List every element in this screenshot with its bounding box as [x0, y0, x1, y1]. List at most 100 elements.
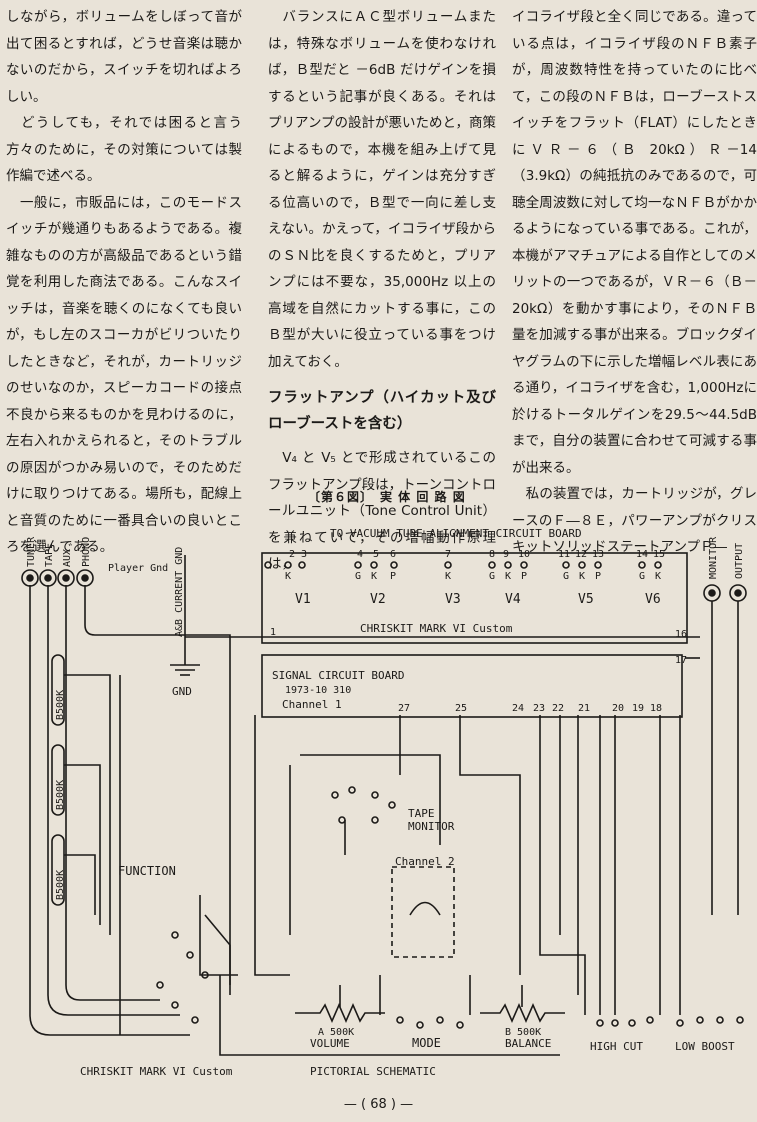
pin-letter: K — [655, 571, 661, 582]
signal-board-outline — [261, 654, 683, 718]
tape-monitor-line2: MONITOR — [408, 820, 455, 833]
mode-switch — [379, 975, 471, 1029]
pin-letter: K — [579, 571, 585, 582]
wiring-harness — [219, 715, 586, 1056]
output-label: OUTPUT — [734, 543, 745, 579]
main-board-label: CHRISKIT MARK VI Custom — [360, 622, 513, 635]
top-board-label: TO VACUUM TUBE ALIGNMENT CIRCUIT BOARD — [330, 527, 582, 540]
paragraph: 一般に，市販品には，このモードスイッチが幾通りもあるようである。複雑なものの方が… — [6, 194, 242, 556]
pin-label: 24 — [512, 703, 524, 714]
tube-label: V3 — [445, 592, 461, 607]
high-cut-label: HIGH CUT — [590, 1040, 643, 1053]
tube-board-outline — [261, 552, 688, 644]
pin-label: 20 — [612, 703, 624, 714]
pin-label: 23 — [533, 703, 545, 714]
pot-label: B500K — [55, 690, 66, 720]
pin-label: 2 — [289, 549, 295, 560]
paragraph: イコライザ段と全く同じである。違っている点は，イコライザ段のＮＦＢ素子が，周波数… — [512, 9, 757, 476]
channel-2-box — [391, 866, 455, 958]
pin-label: 6 — [390, 549, 396, 560]
volume-pot — [295, 985, 385, 1023]
channel-2-label: Channel 2 — [395, 855, 455, 868]
pin-label: 14 — [636, 549, 648, 560]
tube-label: V6 — [645, 592, 661, 607]
tape-monitor-line1: TAPE — [408, 807, 435, 820]
paragraph: V₄ と V₅ とで形成されているこのフラットアンプ段は，トーンコントロールユニ… — [268, 450, 496, 572]
input-selector-pots — [29, 585, 231, 1036]
pin-label: 17 — [675, 655, 687, 666]
tube-label: V1 — [295, 592, 311, 607]
low-boost-label: LOW BOOST — [675, 1040, 735, 1053]
player-gnd-label: Player Gnd — [108, 563, 168, 574]
pin-letter: P — [521, 571, 527, 582]
pin-letter: P — [390, 571, 396, 582]
pin-letter: G — [563, 571, 569, 582]
pin-label: 25 — [455, 703, 467, 714]
tube-pin-dots — [264, 561, 662, 569]
pot-label: B500K — [55, 780, 66, 810]
page-number: — ( 68 ) — — [343, 1097, 414, 1112]
text-column-3: イコライザ段と全く同じである。違っている点は，イコライザ段のＮＦＢ素子が，周波数… — [512, 4, 757, 561]
pin-label: 8 — [489, 549, 495, 560]
balance-pot — [480, 985, 565, 1023]
tape-monitor-switch — [289, 754, 441, 935]
output-jacks — [703, 584, 747, 915]
pin-letter: K — [505, 571, 511, 582]
pot-label: B500K — [55, 870, 66, 900]
pin-label: 27 — [398, 703, 410, 714]
pin-letter: K — [371, 571, 377, 582]
text-column-1: しながら，ボリュームをしぼって音が出て困るとすれば，どうせ音楽は聴かないのだから… — [6, 4, 242, 561]
pin-letter: G — [489, 571, 495, 582]
pin-letter: G — [355, 571, 361, 582]
tube-label: V4 — [505, 592, 521, 607]
pin-label: 18 — [650, 703, 662, 714]
function-label: FUNCTION — [118, 864, 176, 878]
signal-board-date: 1973-10 310 — [285, 685, 351, 696]
pin-letter: P — [595, 571, 601, 582]
pin-label: 16 — [675, 629, 687, 640]
function-switch — [156, 895, 238, 1024]
low-boost-switch — [659, 715, 744, 1027]
footer-left-label: CHRISKIT MARK VI Custom — [80, 1065, 233, 1078]
paragraph: しながら，ボリュームをしぼって音が出て困るとすれば，どうせ音楽は聴かないのだから… — [6, 9, 242, 105]
volume-value: A 500K — [318, 1027, 354, 1038]
pin-label: 7 — [445, 549, 451, 560]
input-label-tuner: TUNER — [26, 536, 37, 567]
pin-label: 12 — [575, 549, 587, 560]
balance-value: B 500K — [505, 1027, 541, 1038]
signal-board-label: SIGNAL CIRCUIT BOARD — [272, 669, 404, 682]
tape-monitor-label: TAPE MONITOR — [408, 807, 455, 833]
channel-1-label: Channel 1 — [282, 698, 342, 711]
pin-label: 11 — [558, 549, 570, 560]
figure-caption: 〔第６図〕 実 体 回 路 図 — [308, 490, 466, 504]
pin-letter: K — [445, 571, 451, 582]
paragraph: どうしても，それでは困ると言う方々のために，その対策については製作編で述べる。 — [6, 115, 242, 184]
pin-label: 15 — [653, 549, 665, 560]
pin-letter: K — [285, 571, 291, 582]
pin-letter: G — [639, 571, 645, 582]
gnd-label: GND — [172, 685, 192, 698]
pin-label: 22 — [552, 703, 564, 714]
pictorial-schematic: TO VACUUM TUBE ALIGNMENT CIRCUIT BOARD 2… — [21, 527, 747, 1078]
current-gnd-label: A&B CURRENT GND — [174, 547, 185, 637]
pin-label: 1 — [270, 627, 276, 638]
pin-label: 21 — [578, 703, 590, 714]
section-heading: フラットアンプ（ハイカット及びローブーストを含む） — [268, 390, 496, 432]
wire — [409, 901, 441, 916]
tube-label: V5 — [578, 592, 594, 607]
text-column-2: バランスにＡＣ型ボリュームまたは，特殊なボリュームを使わなければ，Ｂ型だと －6… — [268, 4, 496, 578]
pin-label: 3 — [301, 549, 307, 560]
pin-label: 19 — [632, 703, 644, 714]
input-label-phono: PHONO — [81, 537, 92, 567]
paragraph: 私の装置では，カートリッジが，グレースのＦ―８Ｅ，パワーアンプがクリスキットソリ… — [512, 486, 757, 555]
high-cut-switch — [596, 715, 654, 1027]
tube-label: V2 — [370, 592, 386, 607]
paragraph: バランスにＡＣ型ボリュームまたは，特殊なボリュームを使わなければ，Ｂ型だと －6… — [268, 9, 497, 370]
footer-center-label: PICTORIAL SCHEMATIC — [310, 1065, 436, 1078]
mode-label: MODE — [412, 1036, 441, 1050]
pin-label: 5 — [373, 549, 379, 560]
pin-label: 13 — [592, 549, 604, 560]
pin-label: 4 — [357, 549, 363, 560]
volume-label: VOLUME — [310, 1037, 350, 1050]
pin-label: 10 — [518, 549, 530, 560]
